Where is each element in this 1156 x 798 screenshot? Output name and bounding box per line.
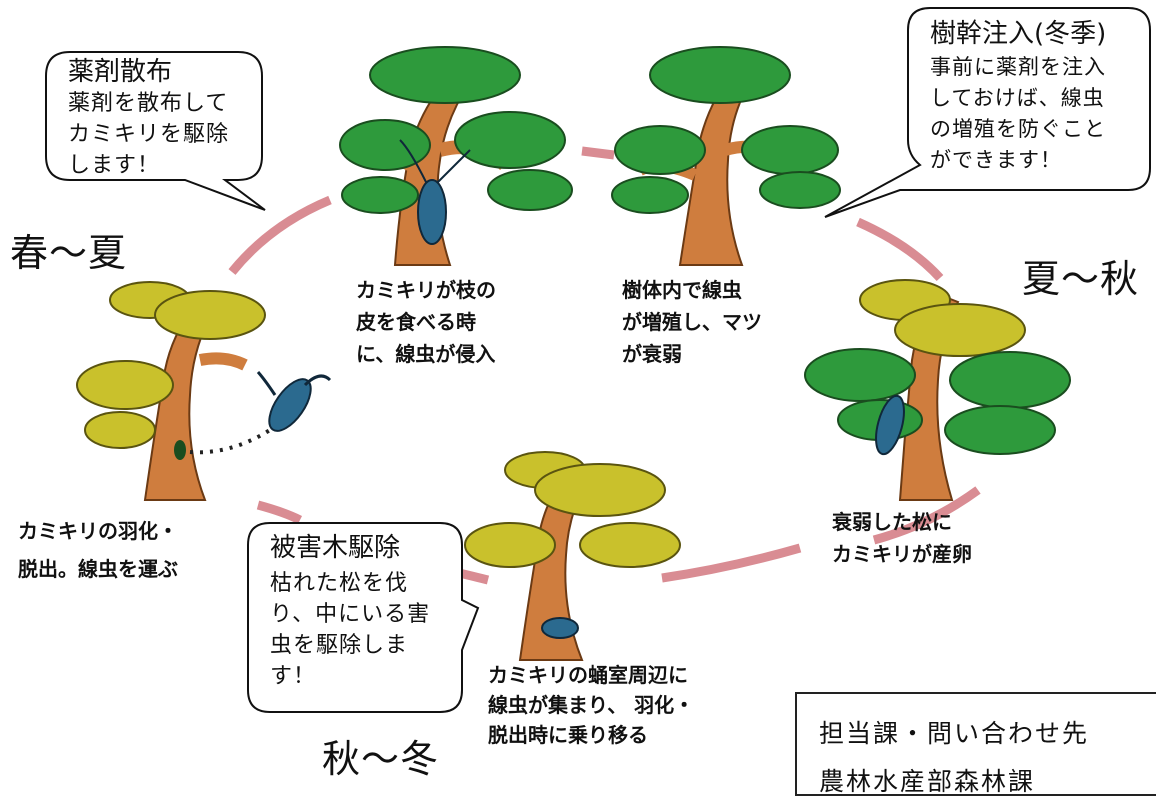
tree-egg-laying bbox=[804, 279, 1071, 501]
caption-emergence: カミキリの羽化・ 脱出。線虫を運ぶ bbox=[18, 519, 178, 581]
bubble-spray-title: 薬剤散布 bbox=[68, 57, 173, 87]
cycle-arc-right bbox=[872, 486, 981, 545]
bubble-removal-body: 枯れた松を伐 り、中にいる害 虫を駆除しま す！ bbox=[270, 571, 431, 689]
pine-wilt-cycle-diagram bbox=[45, 7, 1151, 713]
cycle-arc-left bbox=[256, 500, 303, 525]
bubble-injection-body: 事前に薬剤を注入 しておけば、線虫 の増殖を防ぐこと ができます！ bbox=[930, 55, 1106, 172]
bubble-spray-body: 薬剤を散布して カミキリを駆除 します！ bbox=[68, 91, 230, 178]
contact-box: 担当課・問い合わせ先 農林水産部森林課 bbox=[795, 692, 1156, 796]
cycle-arc-bottom-right bbox=[661, 543, 802, 583]
bubble-removal-title: 被害木駆除 bbox=[270, 533, 401, 563]
cycle-arc-top-left bbox=[228, 195, 332, 275]
bubble-injection-outline bbox=[824, 7, 1151, 218]
tree-emergence bbox=[76, 281, 332, 501]
contact-department: 農林水産部森林課 bbox=[819, 767, 1036, 796]
caption-pupa: カミキリの蛹室周辺に 線虫が集まり、 羽化・ 脱出時に乗り移る bbox=[488, 663, 695, 747]
caption-egg-laying: 衰弱した松に カミキリが産卵 bbox=[832, 510, 972, 566]
season-label-summer-autumn: 夏〜秋 bbox=[1022, 257, 1140, 301]
contact-label: 担当課・問い合わせ先 bbox=[819, 719, 1090, 748]
exit-hole-icon bbox=[174, 440, 186, 460]
tree-feeding bbox=[339, 46, 573, 266]
beetle-icon bbox=[875, 394, 905, 456]
season-label-autumn-winter: 秋〜冬 bbox=[322, 737, 440, 781]
tree-multiply bbox=[611, 46, 841, 266]
tree-pupa bbox=[464, 451, 681, 661]
pupa-chamber-icon bbox=[541, 617, 579, 639]
beetle-icon bbox=[399, 139, 471, 245]
bubble-injection-title: 樹幹注入(冬季) bbox=[930, 19, 1107, 49]
cycle-arc-top-center bbox=[581, 146, 615, 160]
bubble-spray-outline bbox=[45, 51, 266, 211]
flight-path bbox=[189, 428, 272, 455]
beetle-icon bbox=[256, 371, 332, 432]
caption-feeding: カミキリが枝の 皮を食べる時 に、線虫が侵入 bbox=[356, 278, 496, 366]
season-label-spring-summer: 春〜夏 bbox=[10, 231, 128, 275]
bubble-removal-outline bbox=[247, 522, 480, 713]
caption-multiply: 樹体内で線虫 が増殖し、マツ が衰弱 bbox=[622, 278, 762, 366]
cycle-arc-top-right bbox=[856, 217, 944, 282]
